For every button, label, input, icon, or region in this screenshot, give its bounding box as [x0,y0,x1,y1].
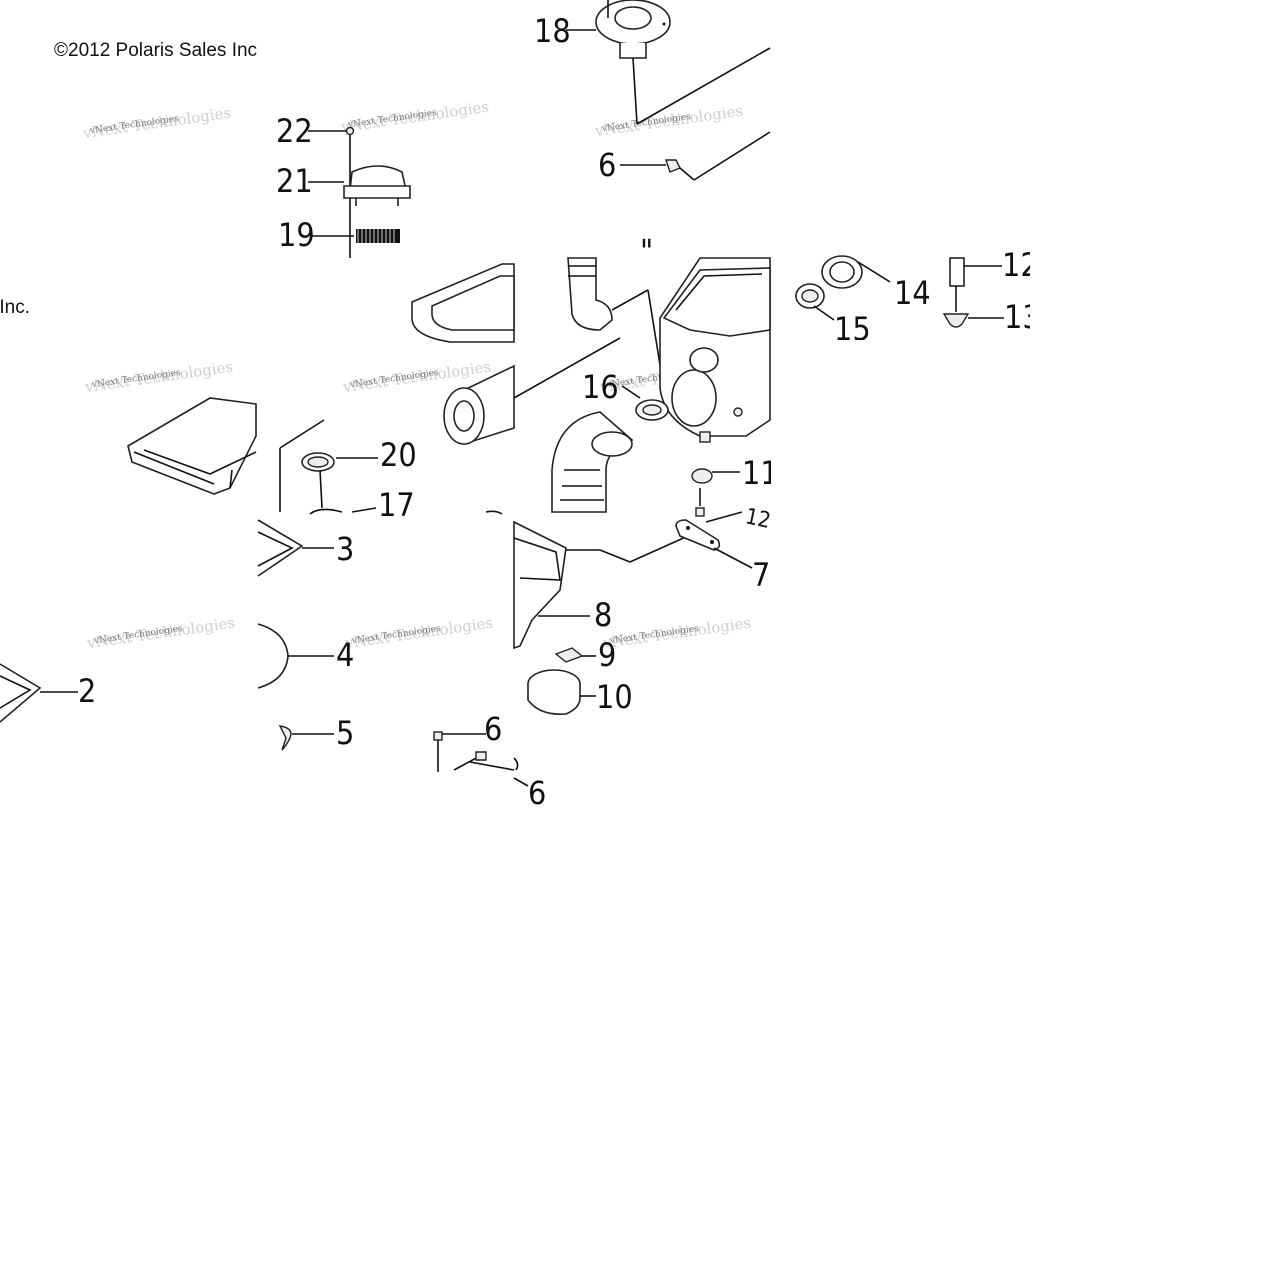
part-20-bracket [343,165,411,206]
part-6-bolt [433,731,443,772]
callout-3: 3 [336,530,354,568]
part-19-strip [356,229,400,243]
callout-8: 8 [594,596,612,634]
callout-4: 4 [336,636,354,674]
part-22-clamp [301,452,335,472]
part-4-filter [257,623,289,689]
part-2-lid [0,663,42,723]
part-18-cap [595,0,671,59]
part-14-coupler [821,255,863,289]
part-10-sleeve [527,669,581,716]
part-upper-duct [567,257,613,331]
part-lower-duct [551,411,634,513]
part-11-grommet [691,468,713,484]
part-air-filter-element [443,364,515,445]
callout-fragment: " [640,232,653,270]
copyright-fragment: ©2012 Polaris Sales Inc. [0,297,30,318]
callout-6-b: 6 [484,710,502,748]
callout-14: 14 [894,274,931,312]
part-6-screw [665,159,681,173]
callout-2: 2 [78,672,96,710]
callout-20: 21 [276,162,313,200]
part-7-bracket [675,507,721,551]
part-6-nut [475,751,487,761]
part-21-screw [345,126,355,136]
callout-12-lower: 12 [743,504,773,534]
part-3-filter-frame [257,519,304,577]
copyright-notice: ©2012 Polaris Sales Inc. [54,40,257,61]
callout-22: 20 [380,436,417,474]
part-air-filter-lid [411,263,515,343]
callout-6: 6 [598,146,616,184]
callouts: 18 22 21 19 6 12 13 14 15 16 11 20 17 12… [78,12,1041,812]
callout-6-c: 6 [528,774,546,812]
callout-16: 16 [582,368,619,406]
part-5-clip [278,725,292,751]
part-cover-tray [127,397,257,495]
callout-19: 19 [278,216,315,254]
callout-7: 7 [752,556,770,594]
callout-21: 22 [276,112,313,150]
callout-9: 9 [598,636,616,674]
part-12-breather [949,257,965,312]
part-15-clamp [795,283,825,309]
callout-18: 18 [534,12,571,50]
callout-17: 17 [378,486,415,524]
part-16-clamp [635,399,669,421]
part-9-tab [554,647,584,663]
part-13-valve [942,313,970,328]
callout-5: 5 [336,714,354,752]
part-airbox [659,257,771,443]
callout-10: 10 [596,678,633,716]
part-8-bracket [513,520,567,650]
